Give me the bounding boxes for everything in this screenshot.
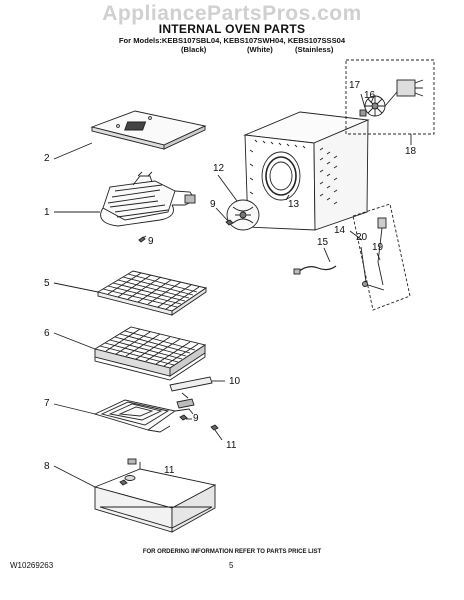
element-bracket [169,376,213,409]
color-label-white: (White) [247,45,273,54]
callout-16: 16 [364,90,376,101]
ordering-note: FOR ORDERING INFORMATION REFER TO PARTS … [142,549,322,555]
callout-2: 2 [44,153,50,164]
fan-motor [359,79,424,117]
temperature-sensor [362,217,387,291]
callout-18: 18 [405,146,417,157]
sensor-wire [293,265,337,275]
sensor-assembly-box [352,203,411,311]
callout-15: 15 [317,237,329,248]
rollout-rack [93,326,207,381]
document-number: W10269263 [10,561,54,570]
watermark: AppliancePartsPros.com [102,2,362,25]
callout-19: 19 [372,242,384,253]
callout-13: 13 [288,199,300,210]
models-line: For Models:KEBS107SBL04, KEBS107SWH04, K… [118,36,346,45]
callout-9b: 9 [193,413,199,424]
callout-20: 20 [356,232,368,243]
callout-14: 14 [334,225,346,236]
callout-5: 5 [44,278,50,289]
page-number: 5 [229,561,234,570]
callout-8: 8 [44,461,50,472]
callout-11a: 11 [226,440,237,451]
convection-fan [226,199,260,231]
color-label-black: (Black) [181,45,207,54]
callout-11b: 11 [164,465,175,476]
page-title: INTERNAL OVEN PARTS [158,22,306,36]
callout-9c: 9 [210,199,216,210]
motor-assembly-box [345,59,435,135]
oven-rack [96,270,208,316]
callout-12: 12 [213,163,225,174]
top-cover-panel [90,110,207,150]
callout-7: 7 [44,398,50,409]
bottom-panel [93,458,217,533]
callout-1: 1 [44,207,50,218]
oven-cavity [243,111,370,231]
broil-element [100,171,196,227]
callout-9a: 9 [148,236,154,247]
callout-10: 10 [229,376,241,387]
callout-6: 6 [44,328,50,339]
bake-element [93,399,194,433]
callout-17: 17 [349,80,361,91]
color-label-stainless: (Stainless) [295,45,334,54]
